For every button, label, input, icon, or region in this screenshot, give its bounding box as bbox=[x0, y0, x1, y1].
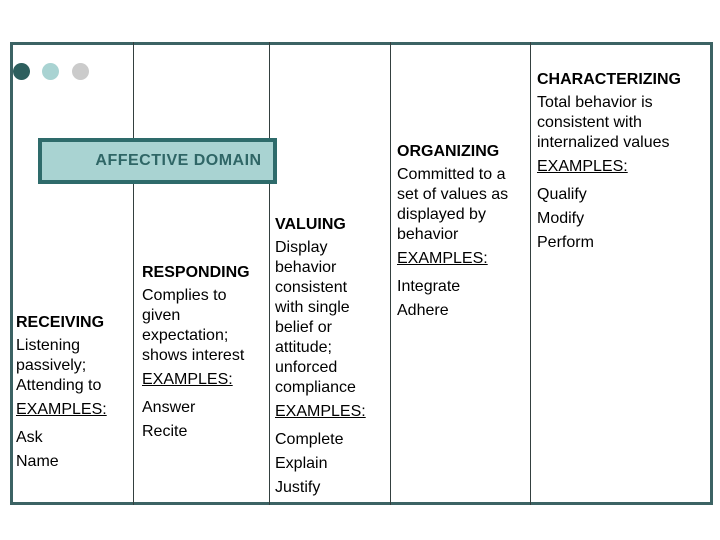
column-responding: RESPONDING Complies to given expectation… bbox=[142, 263, 264, 446]
examples-label: EXAMPLES: bbox=[275, 403, 366, 420]
slide-frame-border bbox=[10, 42, 713, 505]
example-item: Adhere bbox=[397, 302, 449, 319]
column-divider-4 bbox=[530, 42, 531, 505]
decorative-dot-dark-teal bbox=[13, 63, 30, 80]
example-item: Name bbox=[16, 453, 59, 470]
affective-domain-box: AFFECTIVE DOMAIN bbox=[38, 138, 277, 184]
column-valuing: VALUING Display behavior consistent with… bbox=[275, 215, 383, 502]
column-description: Total behavior is consistent with intern… bbox=[537, 94, 670, 151]
example-item: Justify bbox=[275, 479, 321, 496]
column-title: VALUING bbox=[275, 216, 346, 233]
column-organizing: ORGANIZING Committed to a set of values … bbox=[397, 142, 525, 325]
example-item: Explain bbox=[275, 455, 328, 472]
example-item: Ask bbox=[16, 429, 43, 446]
column-description: Committed to a set of values as displaye… bbox=[397, 166, 509, 243]
column-divider-1 bbox=[133, 42, 134, 505]
examples-label: EXAMPLES: bbox=[142, 371, 233, 388]
column-divider-2 bbox=[269, 42, 270, 505]
example-item: Qualify bbox=[537, 186, 587, 203]
example-item: Complete bbox=[275, 431, 344, 448]
column-title: RECEIVING bbox=[16, 314, 105, 331]
example-item: Integrate bbox=[397, 278, 461, 295]
column-description: Complies to given expectation; shows int… bbox=[142, 287, 245, 364]
column-title: CHARACTERIZING bbox=[537, 71, 681, 88]
column-description: Listening passively; Attending to bbox=[16, 337, 102, 394]
decorative-dot-gray bbox=[72, 63, 89, 80]
examples-label: EXAMPLES: bbox=[16, 401, 107, 418]
examples-label: EXAMPLES: bbox=[397, 250, 488, 267]
affective-domain-label: AFFECTIVE DOMAIN bbox=[95, 152, 262, 169]
examples-label: EXAMPLES: bbox=[537, 158, 628, 175]
example-item: Recite bbox=[142, 423, 188, 440]
column-title: ORGANIZING bbox=[397, 143, 500, 160]
column-characterizing: CHARACTERIZING Total behavior is consist… bbox=[537, 70, 707, 257]
column-receiving: RECEIVING Listening passively; Attending… bbox=[16, 313, 128, 476]
example-item: Perform bbox=[537, 234, 594, 251]
column-title: RESPONDING bbox=[142, 264, 250, 281]
column-divider-3 bbox=[390, 42, 391, 505]
decorative-dot-light-teal bbox=[42, 63, 59, 80]
example-item: Answer bbox=[142, 399, 196, 416]
column-description: Display behavior consistent with single … bbox=[275, 239, 356, 396]
example-item: Modify bbox=[537, 210, 585, 227]
